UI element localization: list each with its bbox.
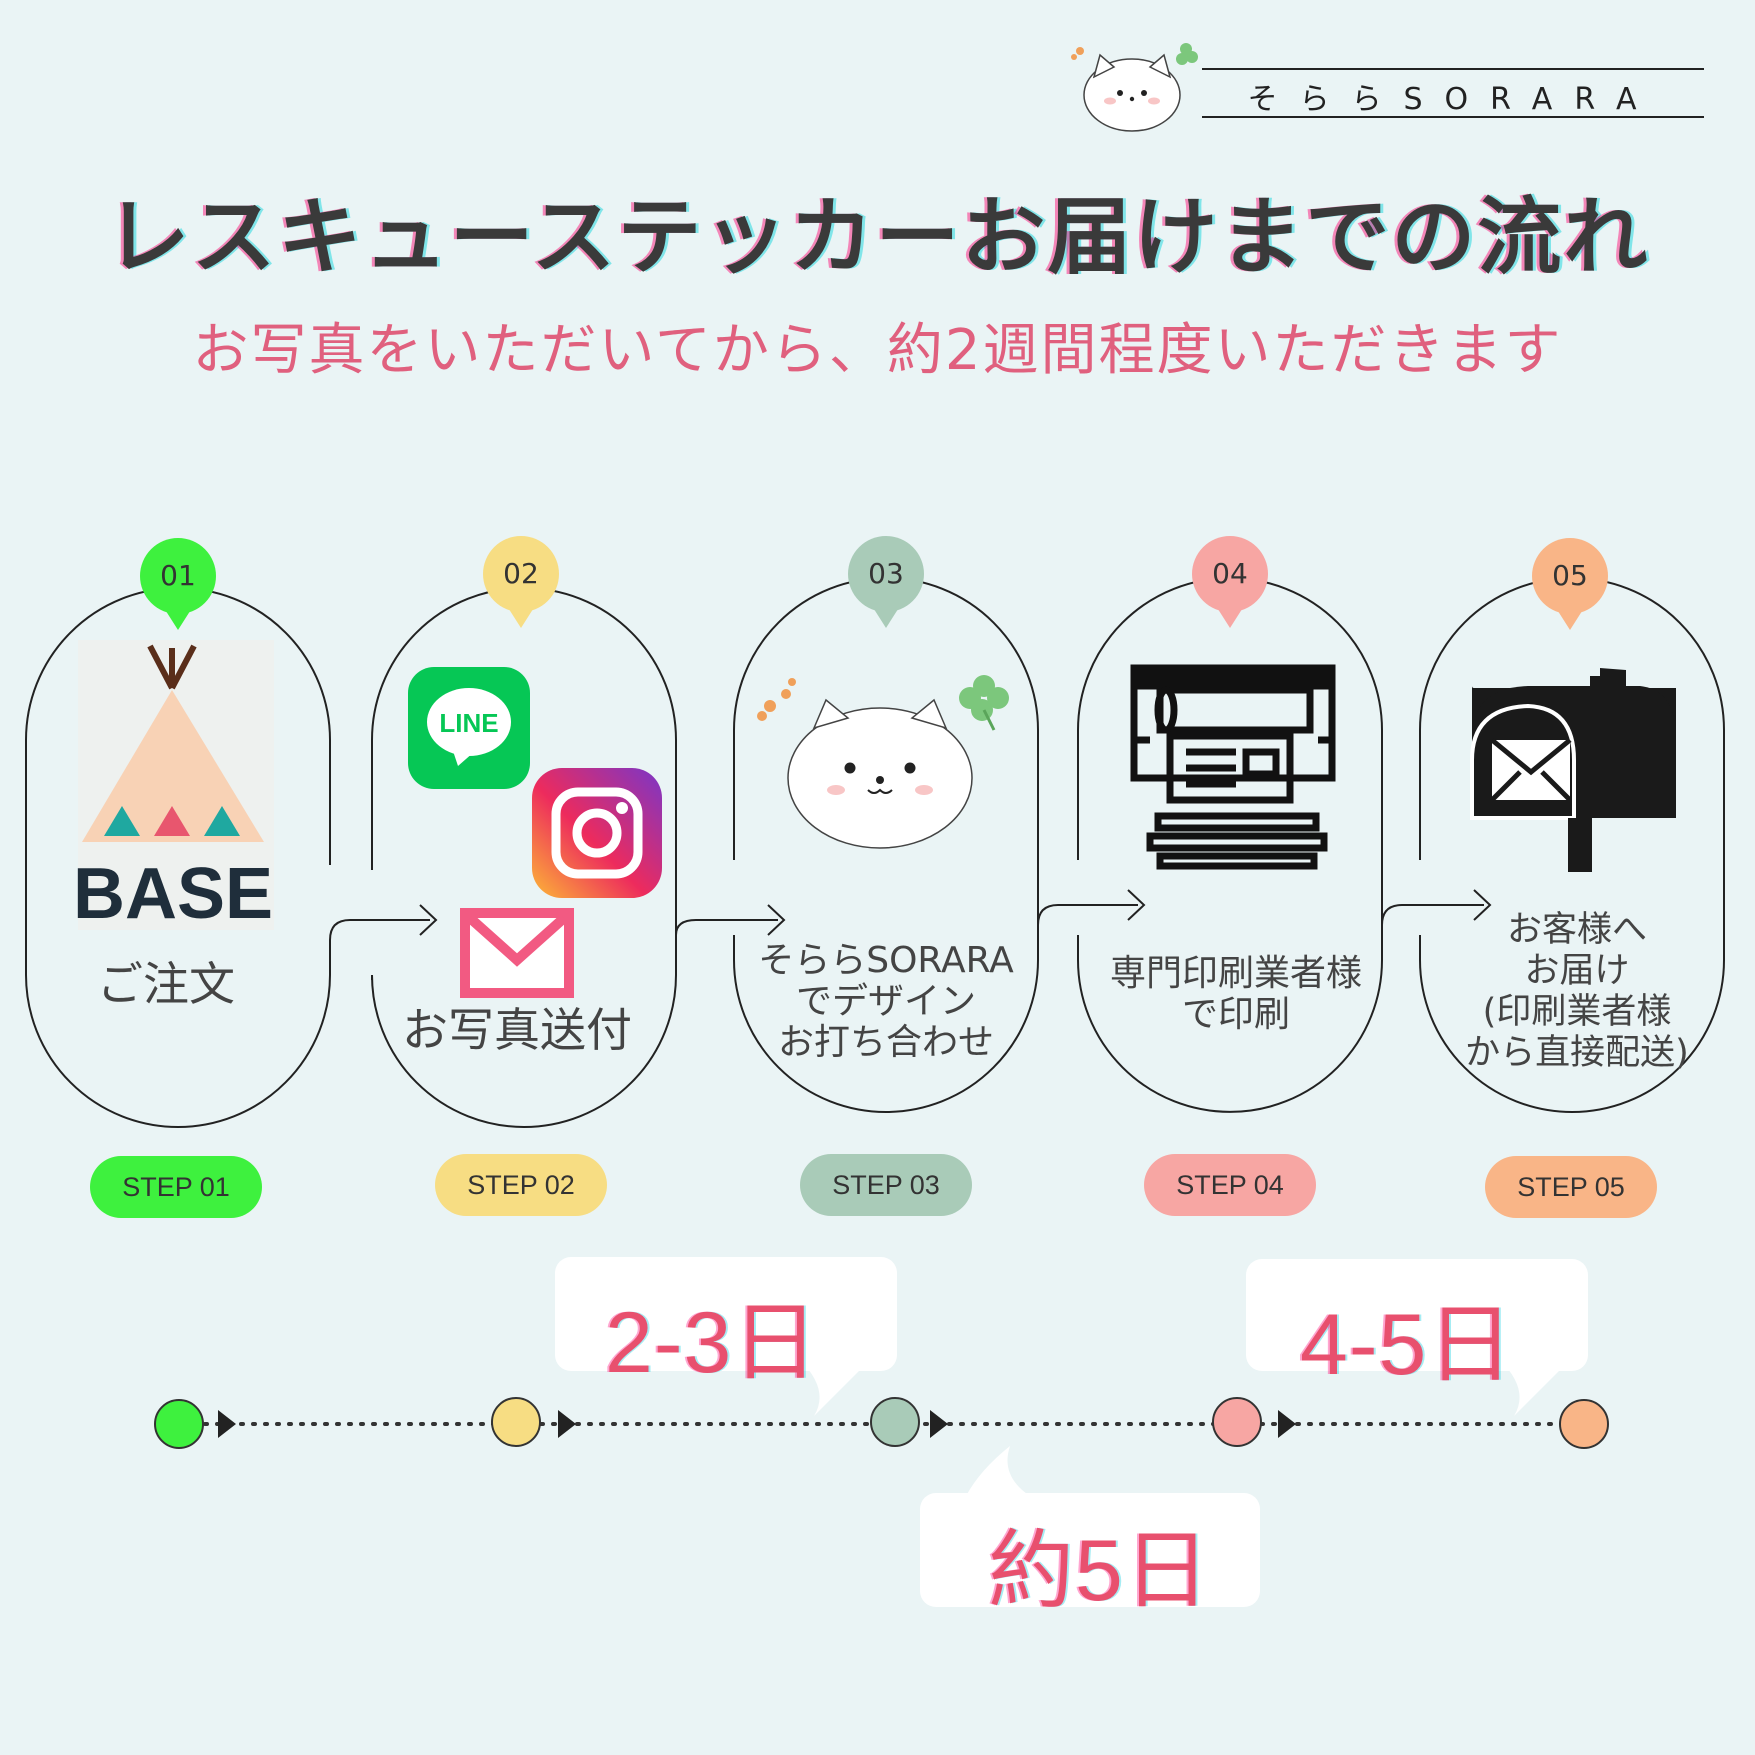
arrow-icon [675, 919, 778, 960]
cat-mascot-icon [787, 698, 973, 849]
duration-4-5-text: 4-5日 [1300, 1297, 1515, 1393]
step-marker-01 [140, 538, 216, 630]
mailbox-icon [1470, 668, 1676, 872]
step-05-badge: STEP 05 [1485, 1156, 1657, 1218]
arrow-icon [329, 919, 430, 960]
step-03-label: そららSORARA でデザイン お打ち合わせ [758, 940, 1014, 1063]
timeline-dot-04 [1212, 1397, 1262, 1447]
step-number-04: 04 [1212, 557, 1248, 590]
step-05-label: お客様へ お届け (印刷業者様 から直接配送) [1465, 910, 1689, 1073]
mail-icon [460, 908, 574, 998]
step-number-01: 01 [160, 559, 196, 592]
printer-icon [1130, 664, 1336, 870]
timeline-dot-02 [491, 1397, 541, 1447]
step-number-02: 02 [503, 557, 539, 590]
step-04-label: 専門印刷業者様 で印刷 [1109, 953, 1362, 1035]
paw-icon [757, 678, 796, 721]
step-number-03: 03 [868, 557, 904, 590]
line-icon: LINE [408, 667, 530, 789]
step-02-outline [371, 587, 677, 1128]
brand-name: そららSORARA [1247, 82, 1659, 117]
teepee-icon [78, 640, 274, 930]
timeline-dot-01 [154, 1399, 204, 1449]
step-markers [140, 536, 1608, 630]
timeline-dot-05 [1559, 1399, 1609, 1449]
timeline-dot-03 [870, 1397, 920, 1447]
step-01-label: ご注文 [97, 957, 235, 1011]
step-02-badge: STEP 02 [435, 1154, 607, 1216]
step-marker-05 [1532, 538, 1608, 630]
step-02-label: お写真送付 [402, 1003, 632, 1057]
page-subtitle: お写真をいただいてから、約2週間程度いただきます [192, 318, 1563, 383]
line-logo-text: LINE [439, 708, 498, 738]
cat-mascot-icon [1071, 43, 1198, 132]
duration-2-3-text: 2-3日 [605, 1295, 820, 1391]
clover-icon [959, 675, 1009, 731]
page-title: レスキューステッカーお届けまでの流れ [105, 188, 1650, 286]
step-04-outline [1077, 577, 1383, 1113]
step-03-outline [733, 577, 1039, 1113]
step-number-05: 05 [1552, 559, 1588, 592]
step-01-badge: STEP 01 [90, 1156, 262, 1218]
step-marker-04 [1192, 536, 1268, 628]
base-logo-text: BASE [73, 854, 273, 934]
arrow-icon [1037, 904, 1138, 960]
step-marker-03 [848, 536, 924, 628]
step-01-outline [25, 587, 331, 1128]
arrow-icon [1381, 904, 1484, 960]
step-marker-02 [483, 536, 559, 628]
step-03-badge: STEP 03 [800, 1154, 972, 1216]
duration-5-text: 約5日 [988, 1523, 1211, 1619]
timeline [154, 1397, 1609, 1449]
step-04-badge: STEP 04 [1144, 1154, 1316, 1216]
instagram-icon [532, 768, 662, 898]
step-05-outline [1419, 577, 1725, 1113]
